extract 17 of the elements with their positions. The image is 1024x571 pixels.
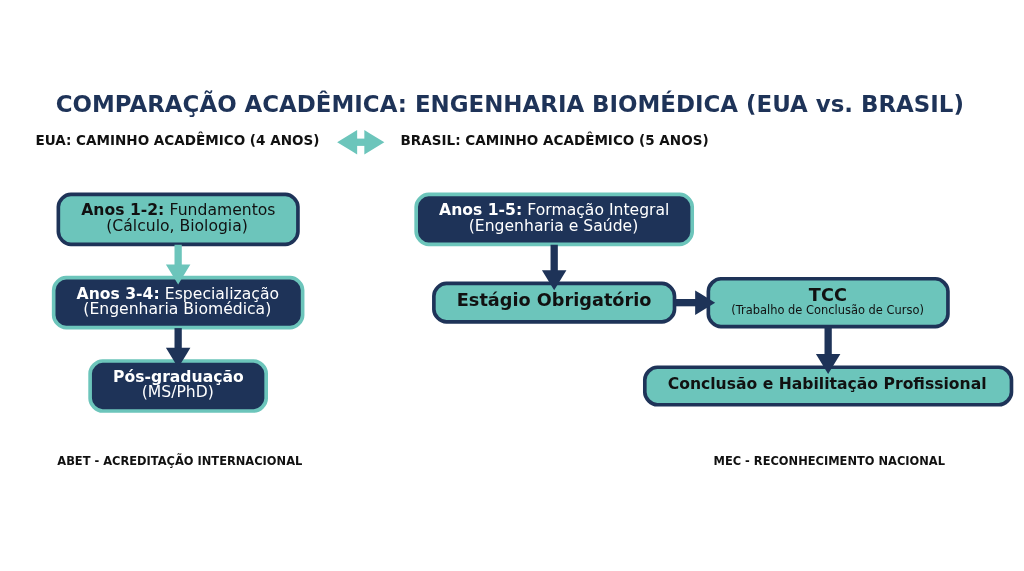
node-box: Anos 1-2: Fundamentos (Cálculo, Biologia) xyxy=(56,192,300,246)
arrow xyxy=(165,244,191,284)
node-box: TCC (Trabalho de Conclusão de Curso) xyxy=(706,276,950,328)
node-box: Conclusão e Habilitação Profissional xyxy=(643,364,1014,407)
arrow xyxy=(674,289,716,315)
label: ABET - ACREDITAÇÃO INTERNACIONAL xyxy=(57,453,303,468)
arrow xyxy=(541,244,567,290)
node-box: Pós-graduação (MS/PhD) xyxy=(88,358,268,413)
label: MEC - RECONHECIMENTO NACIONAL xyxy=(713,453,945,468)
node-text: BRASIL: CAMINHO ACADÊMICO (5 ANOS) xyxy=(400,131,709,148)
arrow xyxy=(337,129,385,154)
node-box: Anos 1-5: Formação Integral (Engenharia e Saúde) xyxy=(414,192,695,246)
arrow xyxy=(815,326,841,374)
node-box: Anos 3-4: Especialização (Engenharia Biomédica) xyxy=(51,275,305,329)
node-box: Estágio Obrigatório xyxy=(432,281,677,324)
diagram-title: COMPARAÇÃO ACADÊMICA: ENGENHARIA BIOMÉDICA (EUA vs. BRASIL) xyxy=(55,90,964,117)
node-text: EUA: CAMINHO ACADÊMICO (4 ANOS) xyxy=(35,131,320,148)
